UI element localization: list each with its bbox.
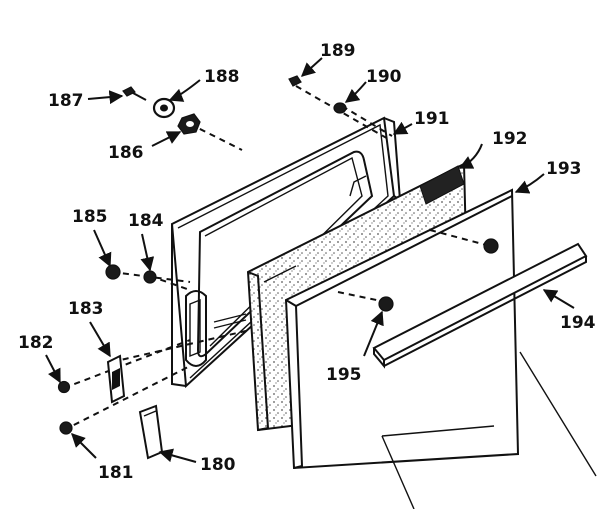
callout-192: 192: [492, 129, 528, 149]
assembly-lines: [63, 85, 491, 431]
callout-184: 184: [128, 211, 164, 231]
callout-186: 186: [108, 143, 144, 163]
callout-187: 187: [48, 91, 84, 111]
callout-181: 181: [98, 463, 134, 483]
callout-185: 185: [72, 207, 108, 227]
outer-door-panel: [284, 188, 520, 470]
callout-188: 188: [204, 67, 240, 87]
door-frame: [170, 116, 402, 389]
callout-180: 180: [200, 455, 236, 475]
callout-labels: 187 188 186 189 190 191 192 193 194 195 …: [18, 41, 596, 483]
hardware: [57, 75, 499, 460]
callout-194: 194: [560, 313, 596, 333]
cabinet-outline: [381, 351, 597, 509]
callout-189: 189: [320, 41, 356, 61]
callout-183: 183: [68, 299, 104, 319]
callout-182: 182: [18, 333, 54, 353]
handle-trim: [372, 242, 588, 369]
callout-190: 190: [366, 67, 402, 87]
leader-lines: [45, 57, 575, 463]
callout-195: 195: [326, 365, 362, 385]
callout-193: 193: [546, 159, 582, 179]
callout-191: 191: [414, 109, 450, 129]
